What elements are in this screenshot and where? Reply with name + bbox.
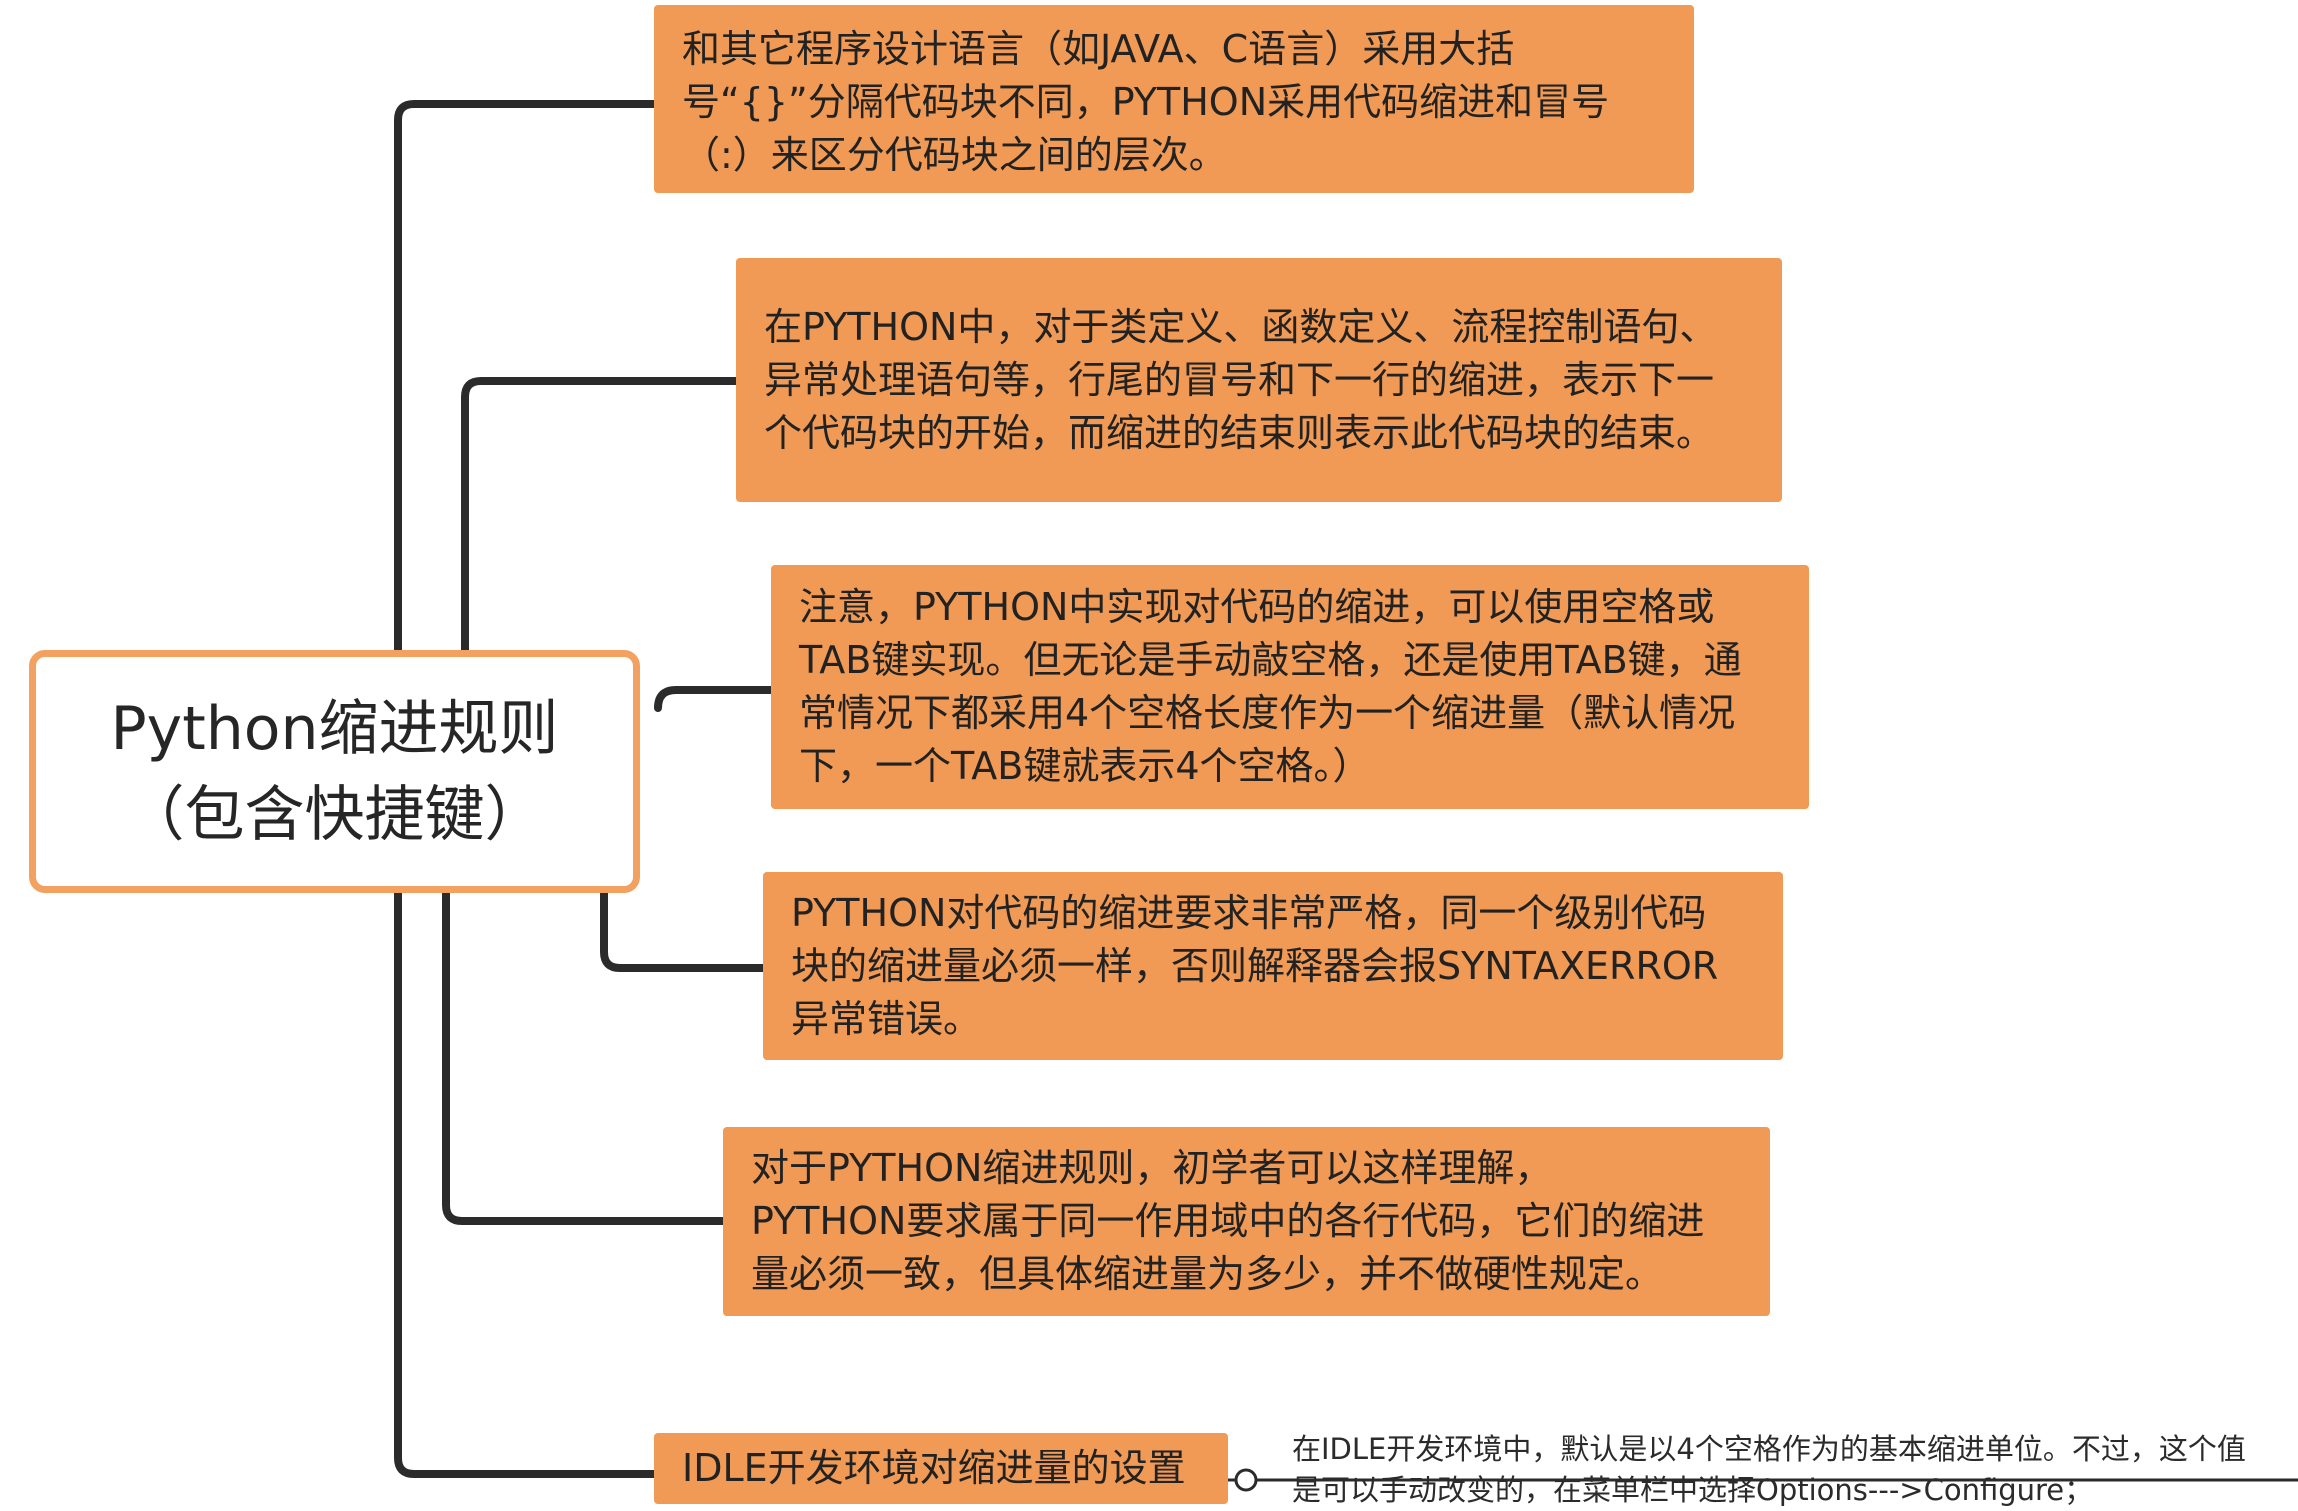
- branch-topic-3[interactable]: 注意，PYTHON中实现对代码的缩进，可以使用空格或 TAB键实现。但无论是手动…: [771, 565, 1809, 809]
- branch-topic-2-text: 在PYTHON中，对于类定义、函数定义、流程控制语句、 异常处理语句等，行尾的冒…: [764, 304, 1718, 455]
- branch-topic-5-text: 对于PYTHON缩进规则，初学者可以这样理解， PYTHON要求属于同一作用域中…: [751, 1146, 1705, 1296]
- branch-topic-6-text: IDLE开发环境对缩进量的设置: [682, 1446, 1186, 1490]
- connector-branch-3: [654, 686, 775, 712]
- branch-topic-4[interactable]: PYTHON对代码的缩进要求非常严格，同一个级别代码 块的缩进量必须一样，否则解…: [763, 872, 1783, 1060]
- central-topic[interactable]: Python缩进规则 （包含快捷键）: [29, 650, 640, 893]
- branch-topic-2[interactable]: 在PYTHON中，对于类定义、函数定义、流程控制语句、 异常处理语句等，行尾的冒…: [736, 258, 1782, 502]
- connector-branch-5: [442, 889, 727, 1225]
- connector-branch-2: [461, 377, 740, 654]
- connector-branch-1: [394, 100, 658, 654]
- branch-topic-3-text: 注意，PYTHON中实现对代码的缩进，可以使用空格或 TAB键实现。但无论是手动…: [799, 585, 1742, 788]
- branch-topic-1-text: 和其它程序设计语言（如JAVA、C语言）采用大括 号“{}”分隔代码块不同，PY…: [682, 27, 1610, 177]
- branch-topic-1[interactable]: 和其它程序设计语言（如JAVA、C语言）采用大括 号“{}”分隔代码块不同，PY…: [654, 5, 1694, 193]
- connector-branch-6: [394, 889, 658, 1478]
- central-topic-label: Python缩进规则 （包含快捷键）: [110, 693, 559, 850]
- subtopic-note-text: 在IDLE开发环境中，默认是以4个空格作为的基本缩进单位。不过，这个值 是可以手…: [1292, 1432, 2246, 1507]
- collapse-node-icon: [1234, 1468, 1258, 1492]
- branch-topic-5[interactable]: 对于PYTHON缩进规则，初学者可以这样理解， PYTHON要求属于同一作用域中…: [723, 1127, 1770, 1316]
- subtopic-note[interactable]: 在IDLE开发环境中，默认是以4个空格作为的基本缩进单位。不过，这个值 是可以手…: [1292, 1388, 2282, 1511]
- branch-topic-4-text: PYTHON对代码的缩进要求非常严格，同一个级别代码 块的缩进量必须一样，否则解…: [791, 890, 1719, 1041]
- branch-topic-6[interactable]: IDLE开发环境对缩进量的设置: [654, 1433, 1228, 1504]
- connector-branch-4: [600, 889, 767, 972]
